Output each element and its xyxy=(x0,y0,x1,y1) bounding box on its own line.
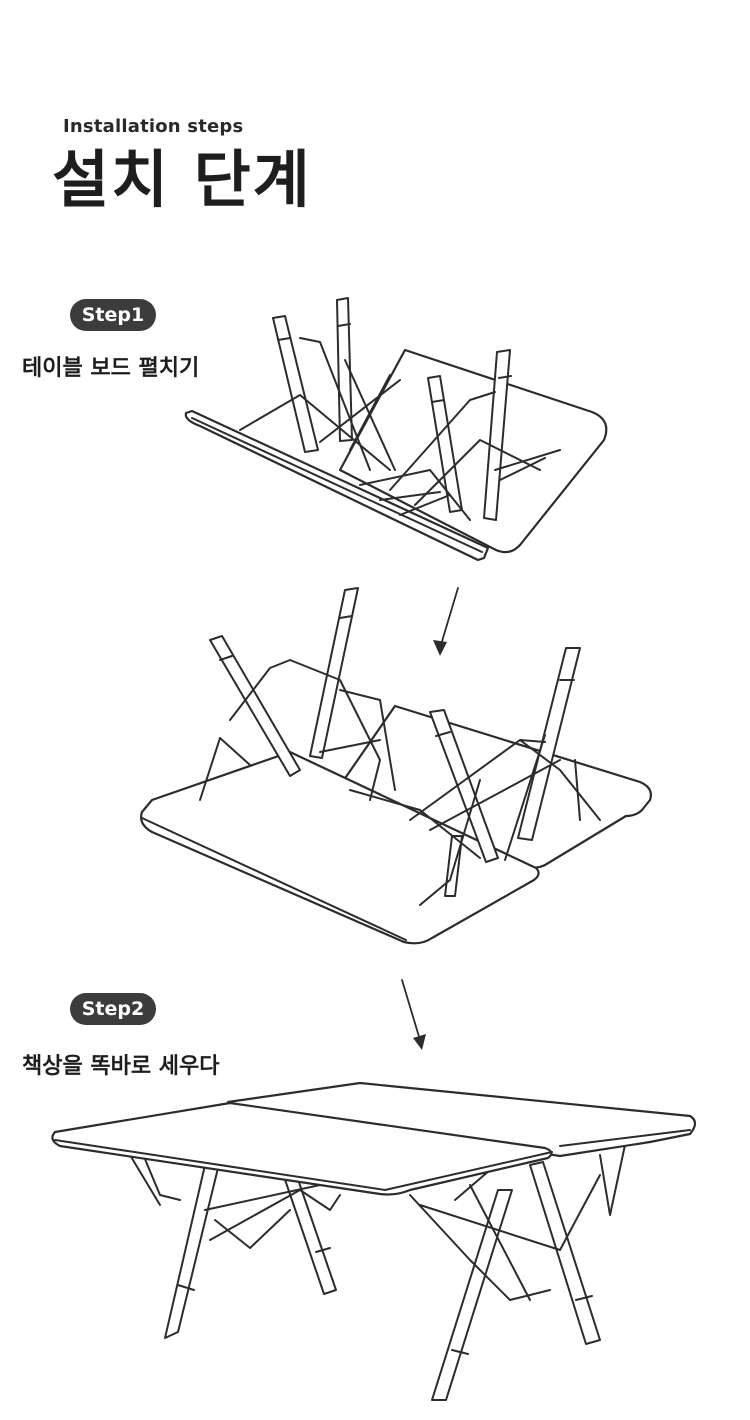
arrow-down-icon xyxy=(433,587,459,656)
step1-instruction: 테이블 보드 펼치기 xyxy=(22,356,200,381)
unfolded-table-illustration xyxy=(140,587,652,945)
step1-badge: Step1 xyxy=(70,299,156,331)
step2-badge: Step2 xyxy=(70,993,156,1025)
table-top-front xyxy=(51,1101,553,1196)
upright-legs xyxy=(129,1144,626,1401)
unfolded-braces xyxy=(199,659,601,906)
folded-board-back xyxy=(338,348,608,554)
upright-table-illustration xyxy=(51,1081,697,1401)
page-title: 설치 단계 xyxy=(52,143,312,216)
unfolded-board-front xyxy=(140,750,540,945)
folded-table-illustration xyxy=(184,297,608,562)
folded-braces xyxy=(239,337,561,521)
step2-instruction: 책상을 똑바로 세우다 xyxy=(22,1054,220,1079)
arrow-down-icon xyxy=(401,979,426,1050)
section-subtitle: Installation steps xyxy=(63,116,244,137)
table-top-back xyxy=(226,1081,697,1158)
unfolded-legs xyxy=(209,587,581,897)
